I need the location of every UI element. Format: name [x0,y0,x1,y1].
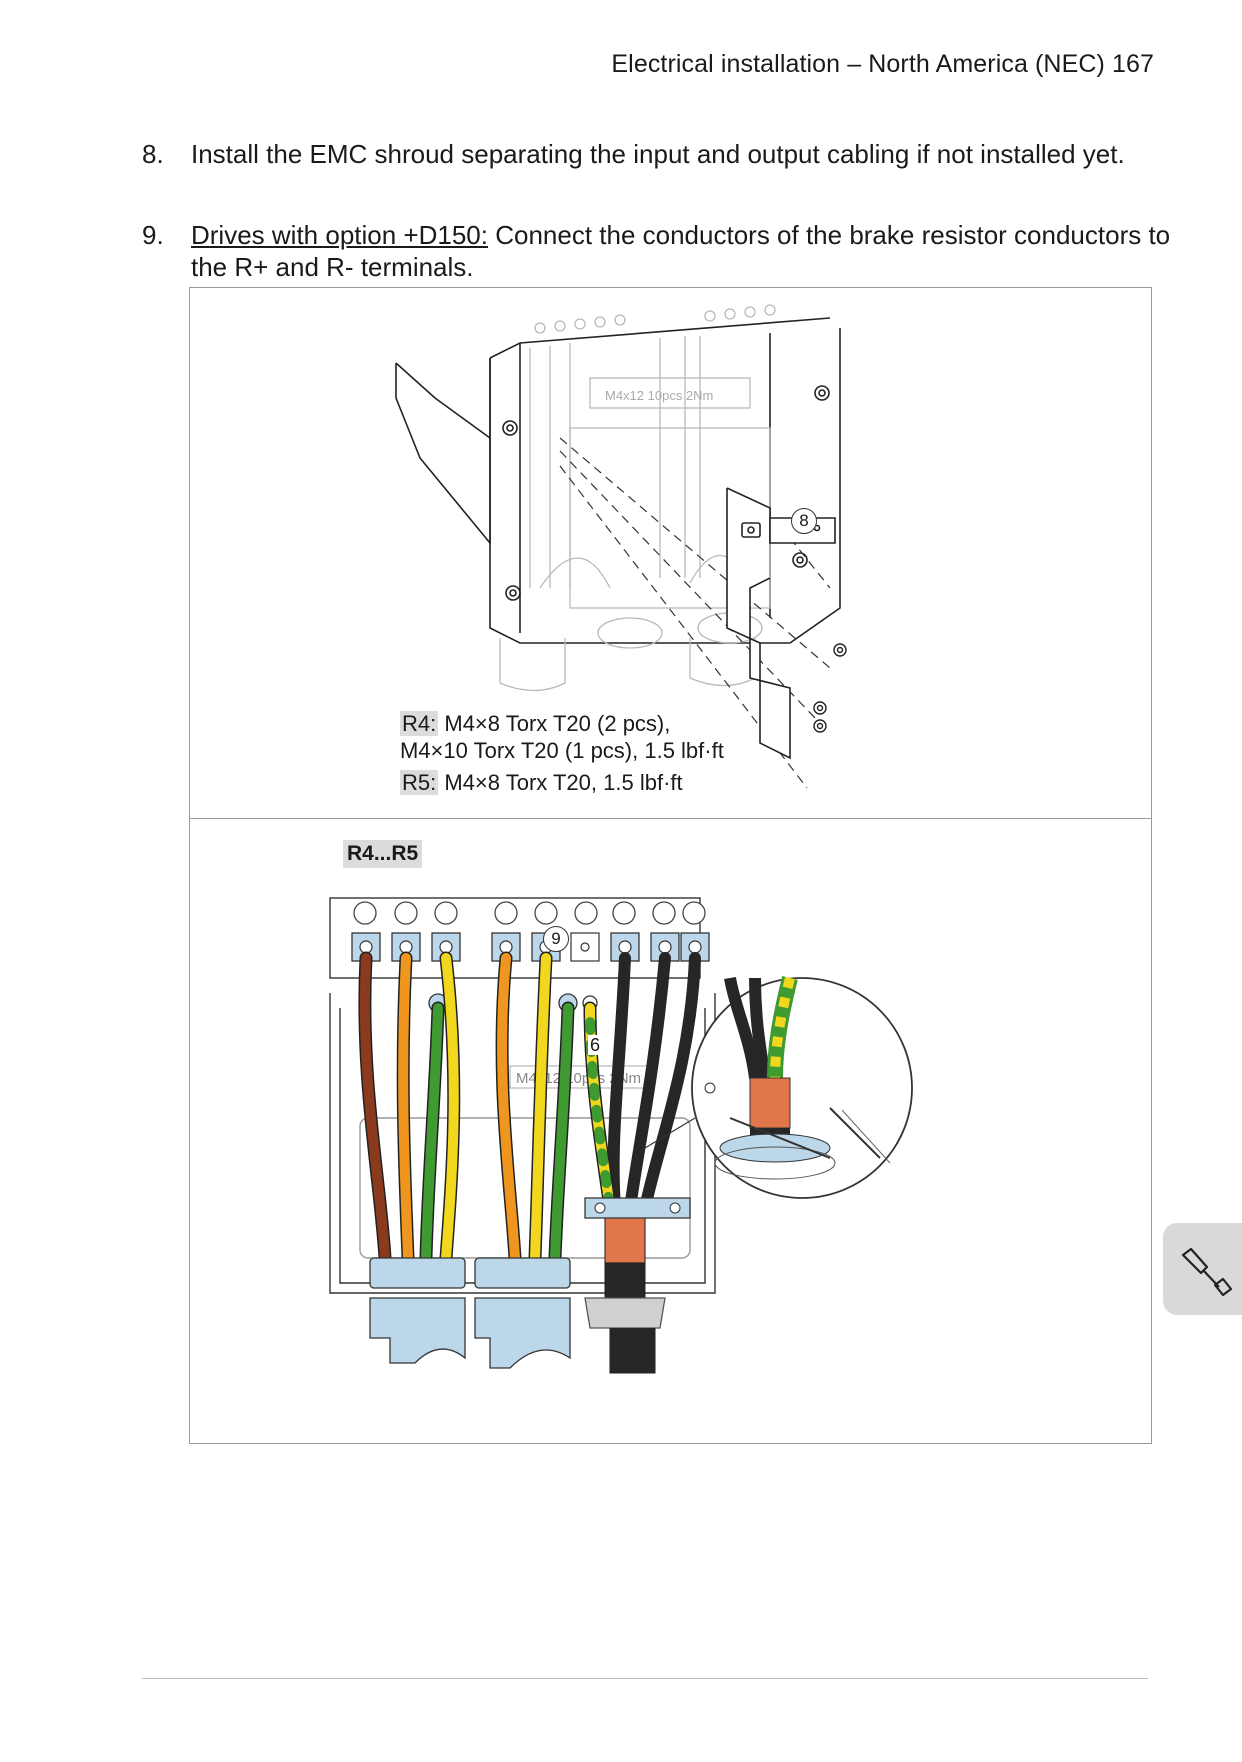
step-number: 9. [142,220,164,250]
cabling-drawing: M4x12 10pcs 2Nm [329,897,913,1374]
frame-size-label: R4...R5 [343,840,423,868]
torque-line: R4: M4×8 Torx T20 (2 pcs), [400,710,670,737]
shroud-label-text: M4x12 10pcs 2Nm [605,388,713,403]
step-body: Drives with option +D150: Connect the co… [191,219,1191,283]
footer-rule [142,1678,1148,1679]
torque-text: M4×10 Torx T20 (1 pcs), 1.5 lbf·ft [400,738,724,763]
installation-figure: M4x12 10pcs 2Nm [189,287,1152,1444]
step-text: Install the EMC shroud separating the in… [191,139,1125,169]
step-number: 8. [142,139,164,169]
chapter-side-tab [1163,1223,1242,1315]
page-header: Electrical installation – North America … [611,50,1154,78]
callout-9: 9 [543,926,569,952]
torque-line: M4×10 Torx T20 (1 pcs), 1.5 lbf·ft [400,737,724,764]
step-text: Connect the conductors of the brake resi… [191,220,1171,282]
callout-8: 8 [791,508,817,534]
callout-6: 6 [588,1035,603,1055]
torque-text: M4×8 Torx T20 (2 pcs), [438,711,671,736]
screwdriver-icon [1181,1247,1233,1297]
torque-text: M4×8 Torx T20, 1.5 lbf·ft [438,770,683,795]
step-lead: Drives with option +D150: [191,220,488,250]
figure-divider [190,818,1151,819]
torque-tag: R4: [400,711,439,736]
torque-line: R5: M4×8 Torx T20, 1.5 lbf·ft [400,769,683,796]
torque-tag: R5: [400,770,439,795]
